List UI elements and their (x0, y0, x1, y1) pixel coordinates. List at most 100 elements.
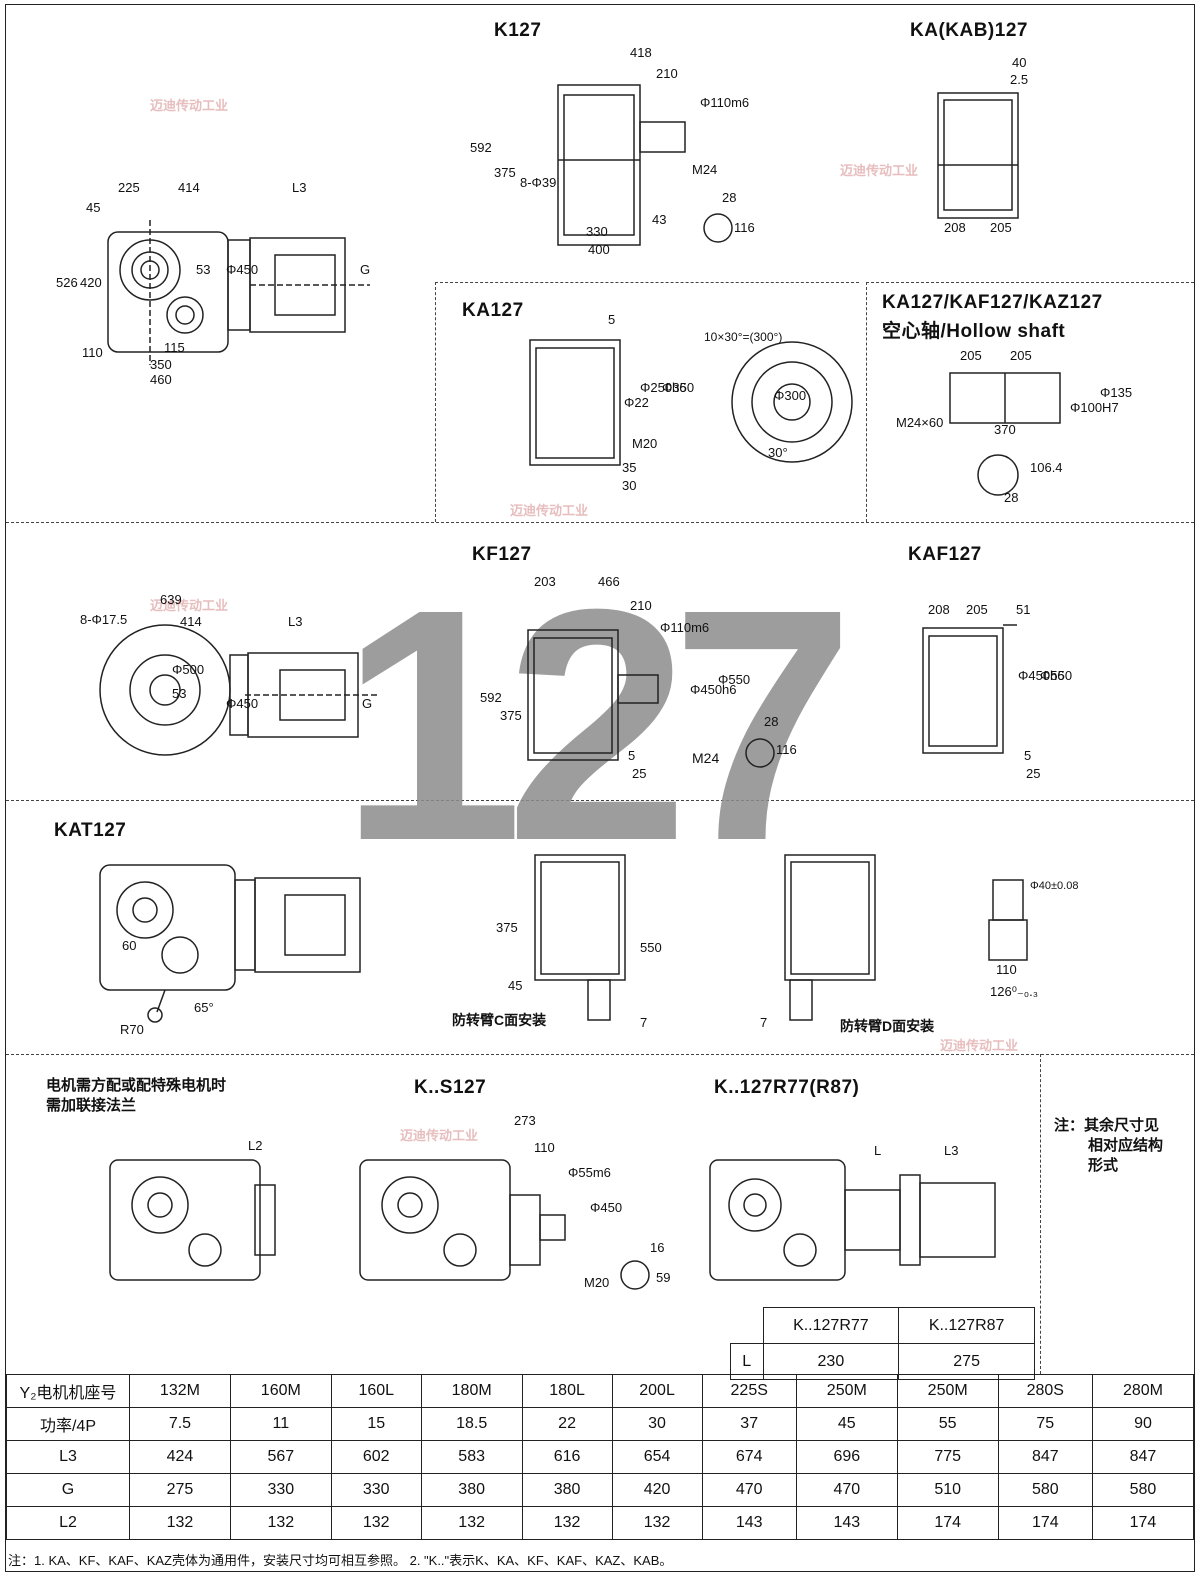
dim: Φ55m6 (568, 1165, 611, 1180)
title-hollow-shaft-cn: 空心轴/Hollow shaft (882, 321, 1066, 342)
dim: 205 (1010, 348, 1032, 363)
dim: 205 (966, 602, 988, 617)
dim: 592 (470, 140, 492, 155)
shaft-detail-drawing (988, 879, 1028, 961)
divider (6, 522, 1194, 523)
table-header-cell: 280M (1091, 1374, 1195, 1408)
stamp-logo: 迈迪传动工业 (510, 503, 589, 518)
divider (6, 1054, 1194, 1055)
dim: M24×60 (896, 415, 944, 430)
table-cell: 580 (1091, 1473, 1195, 1507)
dim: R70 (120, 1022, 144, 1037)
table-row-label: G (6, 1473, 130, 1507)
table-cell: 567 (229, 1440, 332, 1474)
small-table-l: K..127R77 K..127R87 L 230 275 (730, 1307, 1035, 1380)
small-table-header: K..127R87 (898, 1307, 1035, 1344)
stamp-logo: 迈迪传动工业 (150, 598, 229, 613)
divider (6, 800, 1194, 801)
table-cell: 18.5 (420, 1407, 523, 1441)
table-cell: 583 (420, 1440, 523, 1474)
table-cell: 330 (330, 1473, 422, 1507)
title-ks127: K..S127 (414, 1077, 487, 1098)
ka127-drawing (529, 339, 621, 466)
table-cell: 30 (611, 1407, 703, 1441)
k127-front-drawing (107, 220, 370, 365)
kaf127-drawing (922, 624, 1017, 754)
dim: Φ450 (226, 696, 259, 711)
side-note-2: 相对应结构 (1088, 1137, 1164, 1154)
dim: 210 (630, 598, 652, 613)
side-note-3: 形式 (1088, 1157, 1119, 1174)
dim: 16 (650, 1240, 665, 1255)
dim: M24 (692, 750, 720, 766)
dim: G (362, 696, 373, 711)
table-header-cell: 180M (420, 1374, 523, 1408)
table-header-cell: 180L (521, 1374, 613, 1408)
dim: 110 (996, 962, 1017, 977)
kr127-drawing (709, 1159, 996, 1281)
kf127-side-drawing (527, 629, 775, 768)
stamp-logo: 迈迪传动工业 (400, 1128, 479, 1143)
dim: 116 (776, 742, 797, 757)
dim: 208 (944, 220, 966, 235)
dim: 30° (768, 445, 788, 460)
table-header-cell: 280S (997, 1374, 1093, 1408)
dim: 205 (990, 220, 1012, 235)
table-cell: 470 (795, 1473, 898, 1507)
title-kaf127: KAF127 (908, 544, 982, 565)
dim: 639 (160, 592, 182, 607)
dim: 43 (652, 212, 667, 227)
ka127-flange-drawing (731, 341, 853, 463)
table-header-cell: 225S (701, 1374, 797, 1408)
motor-flange-drawing (109, 1159, 276, 1281)
dim: 7 (640, 1015, 648, 1030)
dim: 59 (656, 1270, 671, 1285)
dim: 8-Φ39 (520, 175, 557, 190)
table-header-cell: 160M (229, 1374, 332, 1408)
kab127-drawing (937, 92, 1019, 219)
table-cell: 22 (521, 1407, 613, 1441)
dim: M24 (692, 162, 718, 177)
table-cell: 847 (997, 1440, 1093, 1474)
dim: L2 (248, 1138, 263, 1153)
table-cell: 15 (330, 1407, 422, 1441)
table-cell: 11 (229, 1407, 332, 1441)
dim: 45 (86, 200, 101, 215)
table-cell: 37 (701, 1407, 797, 1441)
dim: 205 (960, 348, 982, 363)
table-row-label: L2 (6, 1506, 130, 1540)
table-cell: 174 (896, 1506, 999, 1540)
dim: 106.4 (1030, 460, 1063, 475)
table-cell: 132 (420, 1506, 523, 1540)
table-cell: 380 (420, 1473, 523, 1507)
dim: Φ450 (590, 1200, 623, 1215)
side-note-1: 注：其余尺寸见 (1054, 1117, 1160, 1134)
dim: 53 (172, 686, 187, 701)
table-cell: 90 (1091, 1407, 1195, 1441)
dim: 414 (178, 180, 200, 195)
dim: M20 (632, 436, 658, 451)
dim: 466 (598, 574, 620, 589)
dim: 375 (496, 920, 518, 935)
title-kat127: KAT127 (54, 820, 127, 841)
dim: 10×30°=(300°) (704, 330, 783, 344)
table-cell: 696 (795, 1440, 898, 1474)
dim: 550 (640, 940, 662, 955)
divider (866, 282, 867, 522)
dim: Φ40±0.08 (1030, 880, 1079, 892)
footnote: 注：1. KA、KF、KAF、KAZ壳体为通用件，安装尺寸均可相互参照。 2. … (8, 1553, 673, 1568)
page-frame (5, 4, 1195, 1572)
dim: 45 (508, 978, 523, 993)
table-cell: 174 (1091, 1506, 1195, 1540)
dim: 460 (150, 372, 172, 387)
divider (435, 282, 436, 522)
dim: Φ350 (662, 380, 695, 395)
table-cell: 7.5 (129, 1407, 231, 1441)
torque-arm-d-drawing (784, 854, 876, 1021)
table-cell: 616 (521, 1440, 613, 1474)
small-table-cell: 230 (762, 1343, 900, 1380)
dim: 65° (194, 1000, 214, 1015)
dim: 30 (622, 478, 637, 493)
table-cell: 143 (701, 1506, 797, 1540)
table-row-label: L3 (6, 1440, 130, 1474)
